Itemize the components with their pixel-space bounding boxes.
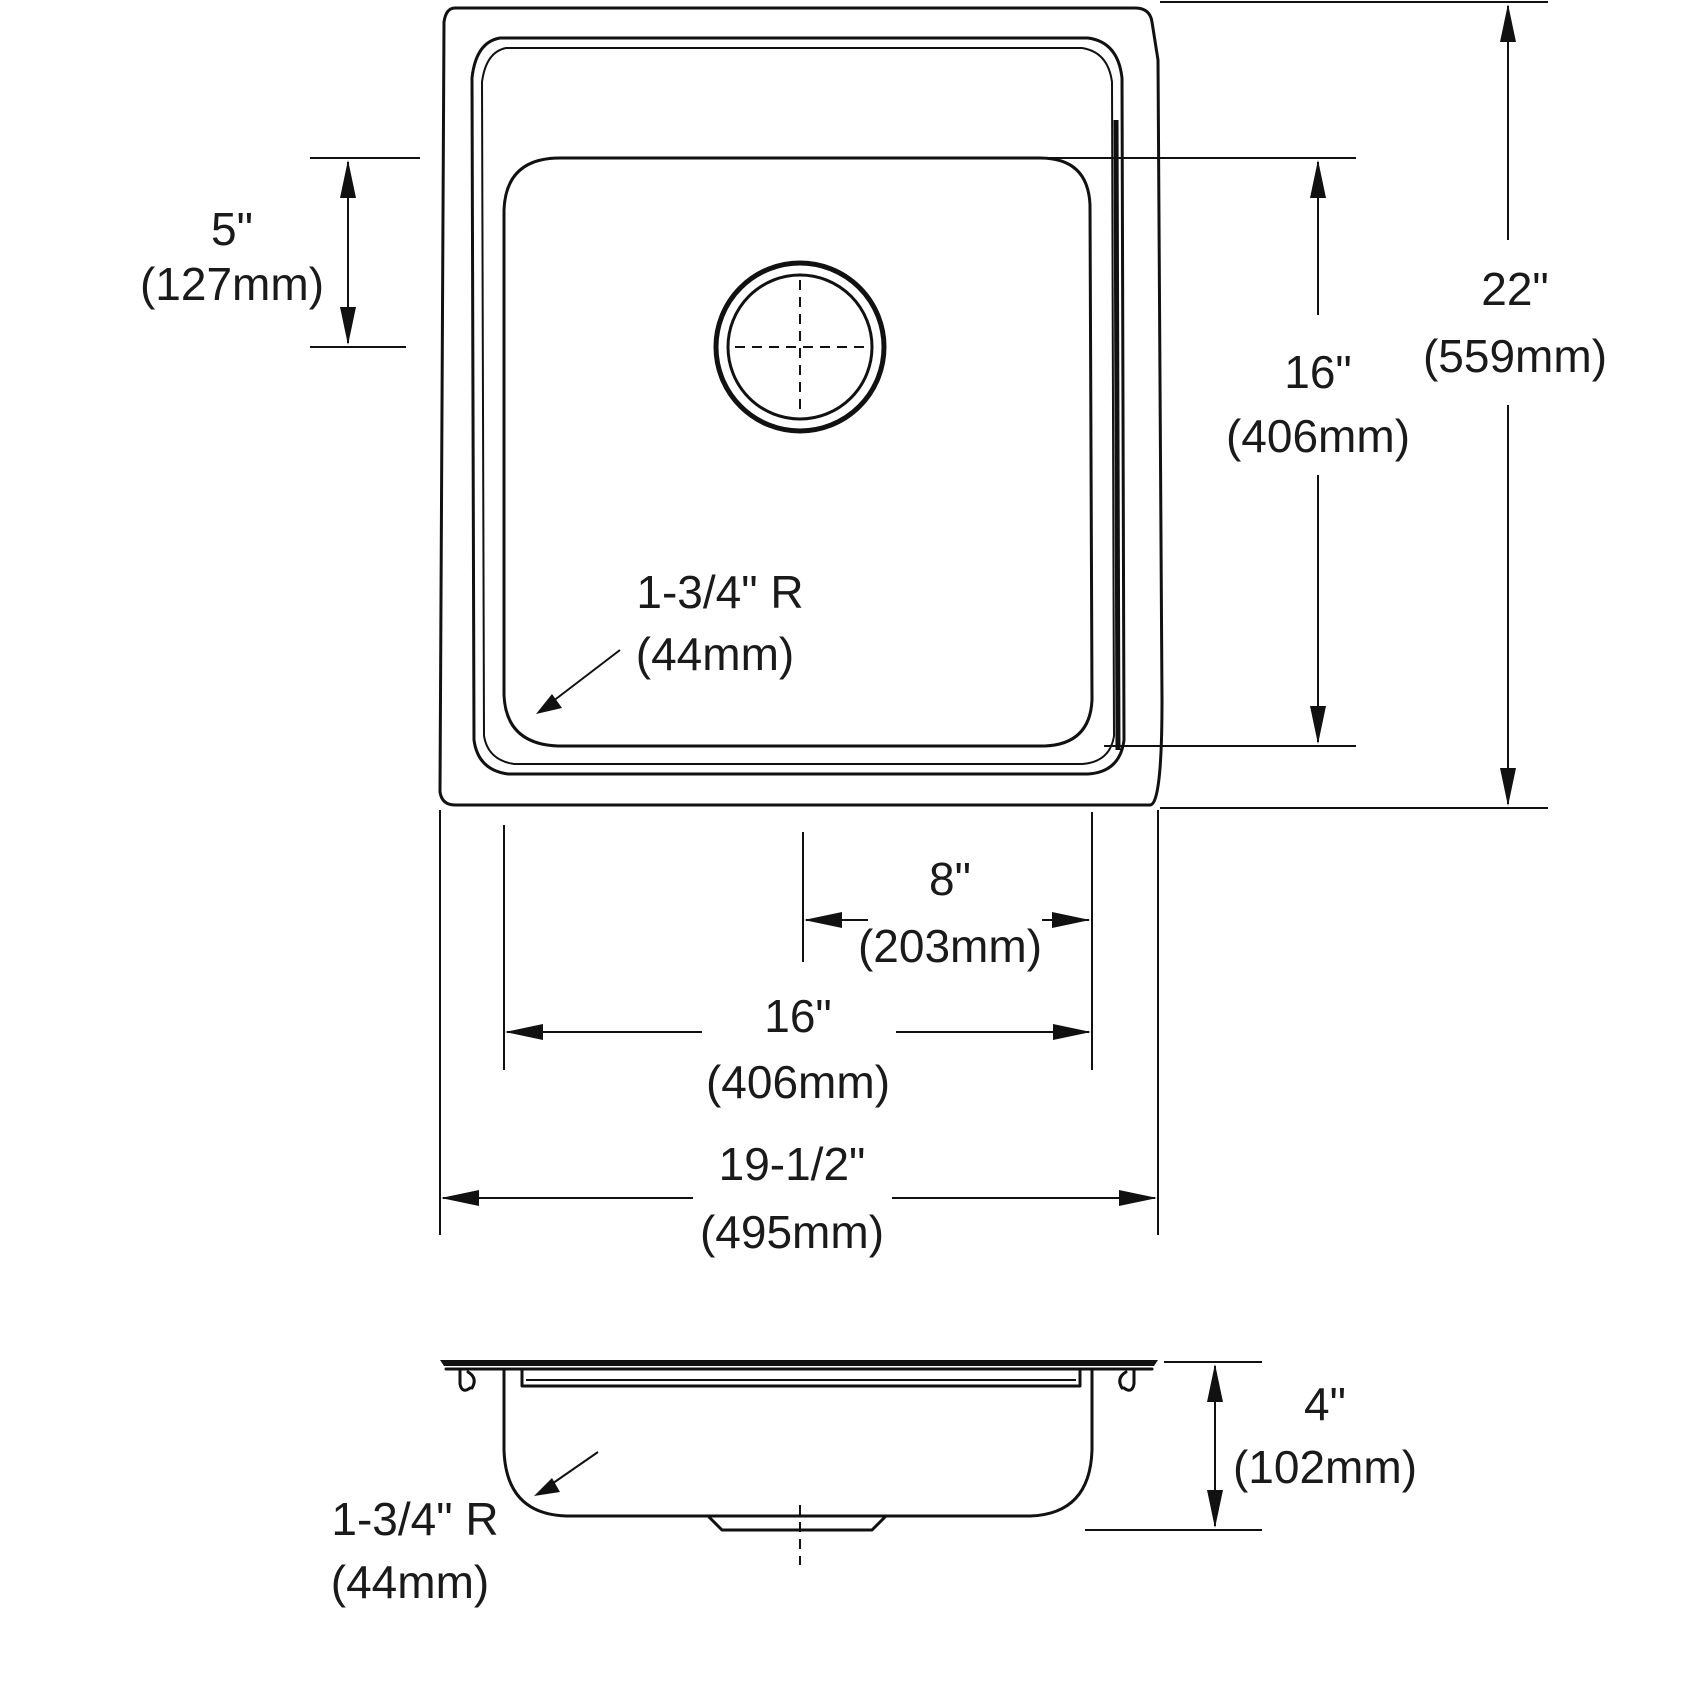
corner-radius-top-metric: (44mm) (636, 628, 794, 680)
arrow-left (804, 912, 842, 928)
corner-radius-top-imperial: 1-3/4" R (636, 566, 803, 618)
bowl-width-metric: (406mm) (706, 1056, 890, 1108)
dimension-drain-center: 8" (203mm) (802, 812, 1093, 1070)
drain-offset-metric: (127mm) (140, 258, 324, 310)
bowl-length-imperial: 16" (1284, 346, 1352, 398)
arrow-down (1207, 1490, 1223, 1528)
rim-highlight (480, 47, 1116, 765)
corner-radius-side-imperial: 1-3/4" R (331, 1493, 498, 1545)
mounting-clip-left (458, 1368, 476, 1392)
outer-rim (438, 6, 1164, 807)
arrow-right (1119, 1190, 1157, 1206)
overall-length-metric: (559mm) (1423, 330, 1607, 382)
drain-center-metric: (203mm) (858, 920, 1042, 972)
arrow-up (1207, 1364, 1223, 1402)
arrow-down (1310, 706, 1326, 744)
sink-top-view (438, 6, 1164, 807)
rim-right-line (1113, 119, 1121, 751)
bowl-depth-imperial: 4" (1304, 1378, 1346, 1430)
dimension-drain-offset: 5" (127mm) (140, 157, 420, 348)
corner-radius-arrowhead (536, 694, 562, 714)
overall-width-metric: (495mm) (700, 1206, 884, 1258)
arrow-down (1500, 768, 1516, 806)
bowl-outline (502, 156, 1094, 748)
dimension-bowl-depth: 4" (102mm) (1085, 1361, 1417, 1531)
dimension-bowl-length: 16" (406mm) (1040, 157, 1410, 747)
drain-stub (706, 1514, 888, 1532)
drain-offset-imperial: 5" (211, 203, 253, 255)
arrow-up (1500, 4, 1516, 42)
drain-inner-ring (726, 273, 874, 421)
arrow-left (505, 1024, 543, 1040)
drain-outer-ring (713, 260, 887, 434)
corner-radius-leader (547, 649, 621, 706)
overall-length-imperial: 22" (1481, 263, 1549, 315)
side-radius-leader (545, 1451, 599, 1489)
rim-channel (520, 1367, 1082, 1388)
overall-width-imperial: 19-1/2" (719, 1138, 866, 1190)
arrow-up (1310, 160, 1326, 198)
arrow-right (1053, 1024, 1091, 1040)
arrow-left (441, 1190, 479, 1206)
dimension-bowl-width: 16" (406mm) (503, 825, 1091, 1108)
inner-rim (470, 36, 1126, 776)
corner-radius-side-metric: (44mm) (331, 1556, 489, 1608)
side-radius-arrowhead (534, 1478, 560, 1496)
arrow-down (340, 307, 356, 345)
mounting-clip-right (1118, 1368, 1136, 1392)
sink-side-view (440, 1360, 1158, 1565)
bowl-depth-metric: (102mm) (1233, 1441, 1417, 1493)
bowl-width-imperial: 16" (764, 990, 832, 1042)
flange (440, 1360, 1158, 1366)
dimension-overall-length: 22" (559mm) (1160, 1, 1607, 809)
arrow-right (1052, 912, 1090, 928)
dimension-overall-width: 19-1/2" (495mm) (439, 810, 1159, 1258)
bowl-length-metric: (406mm) (1226, 410, 1410, 462)
arrow-up (340, 160, 356, 198)
bowl-side-profile (502, 1368, 1094, 1518)
drain-center-imperial: 8" (929, 853, 971, 905)
